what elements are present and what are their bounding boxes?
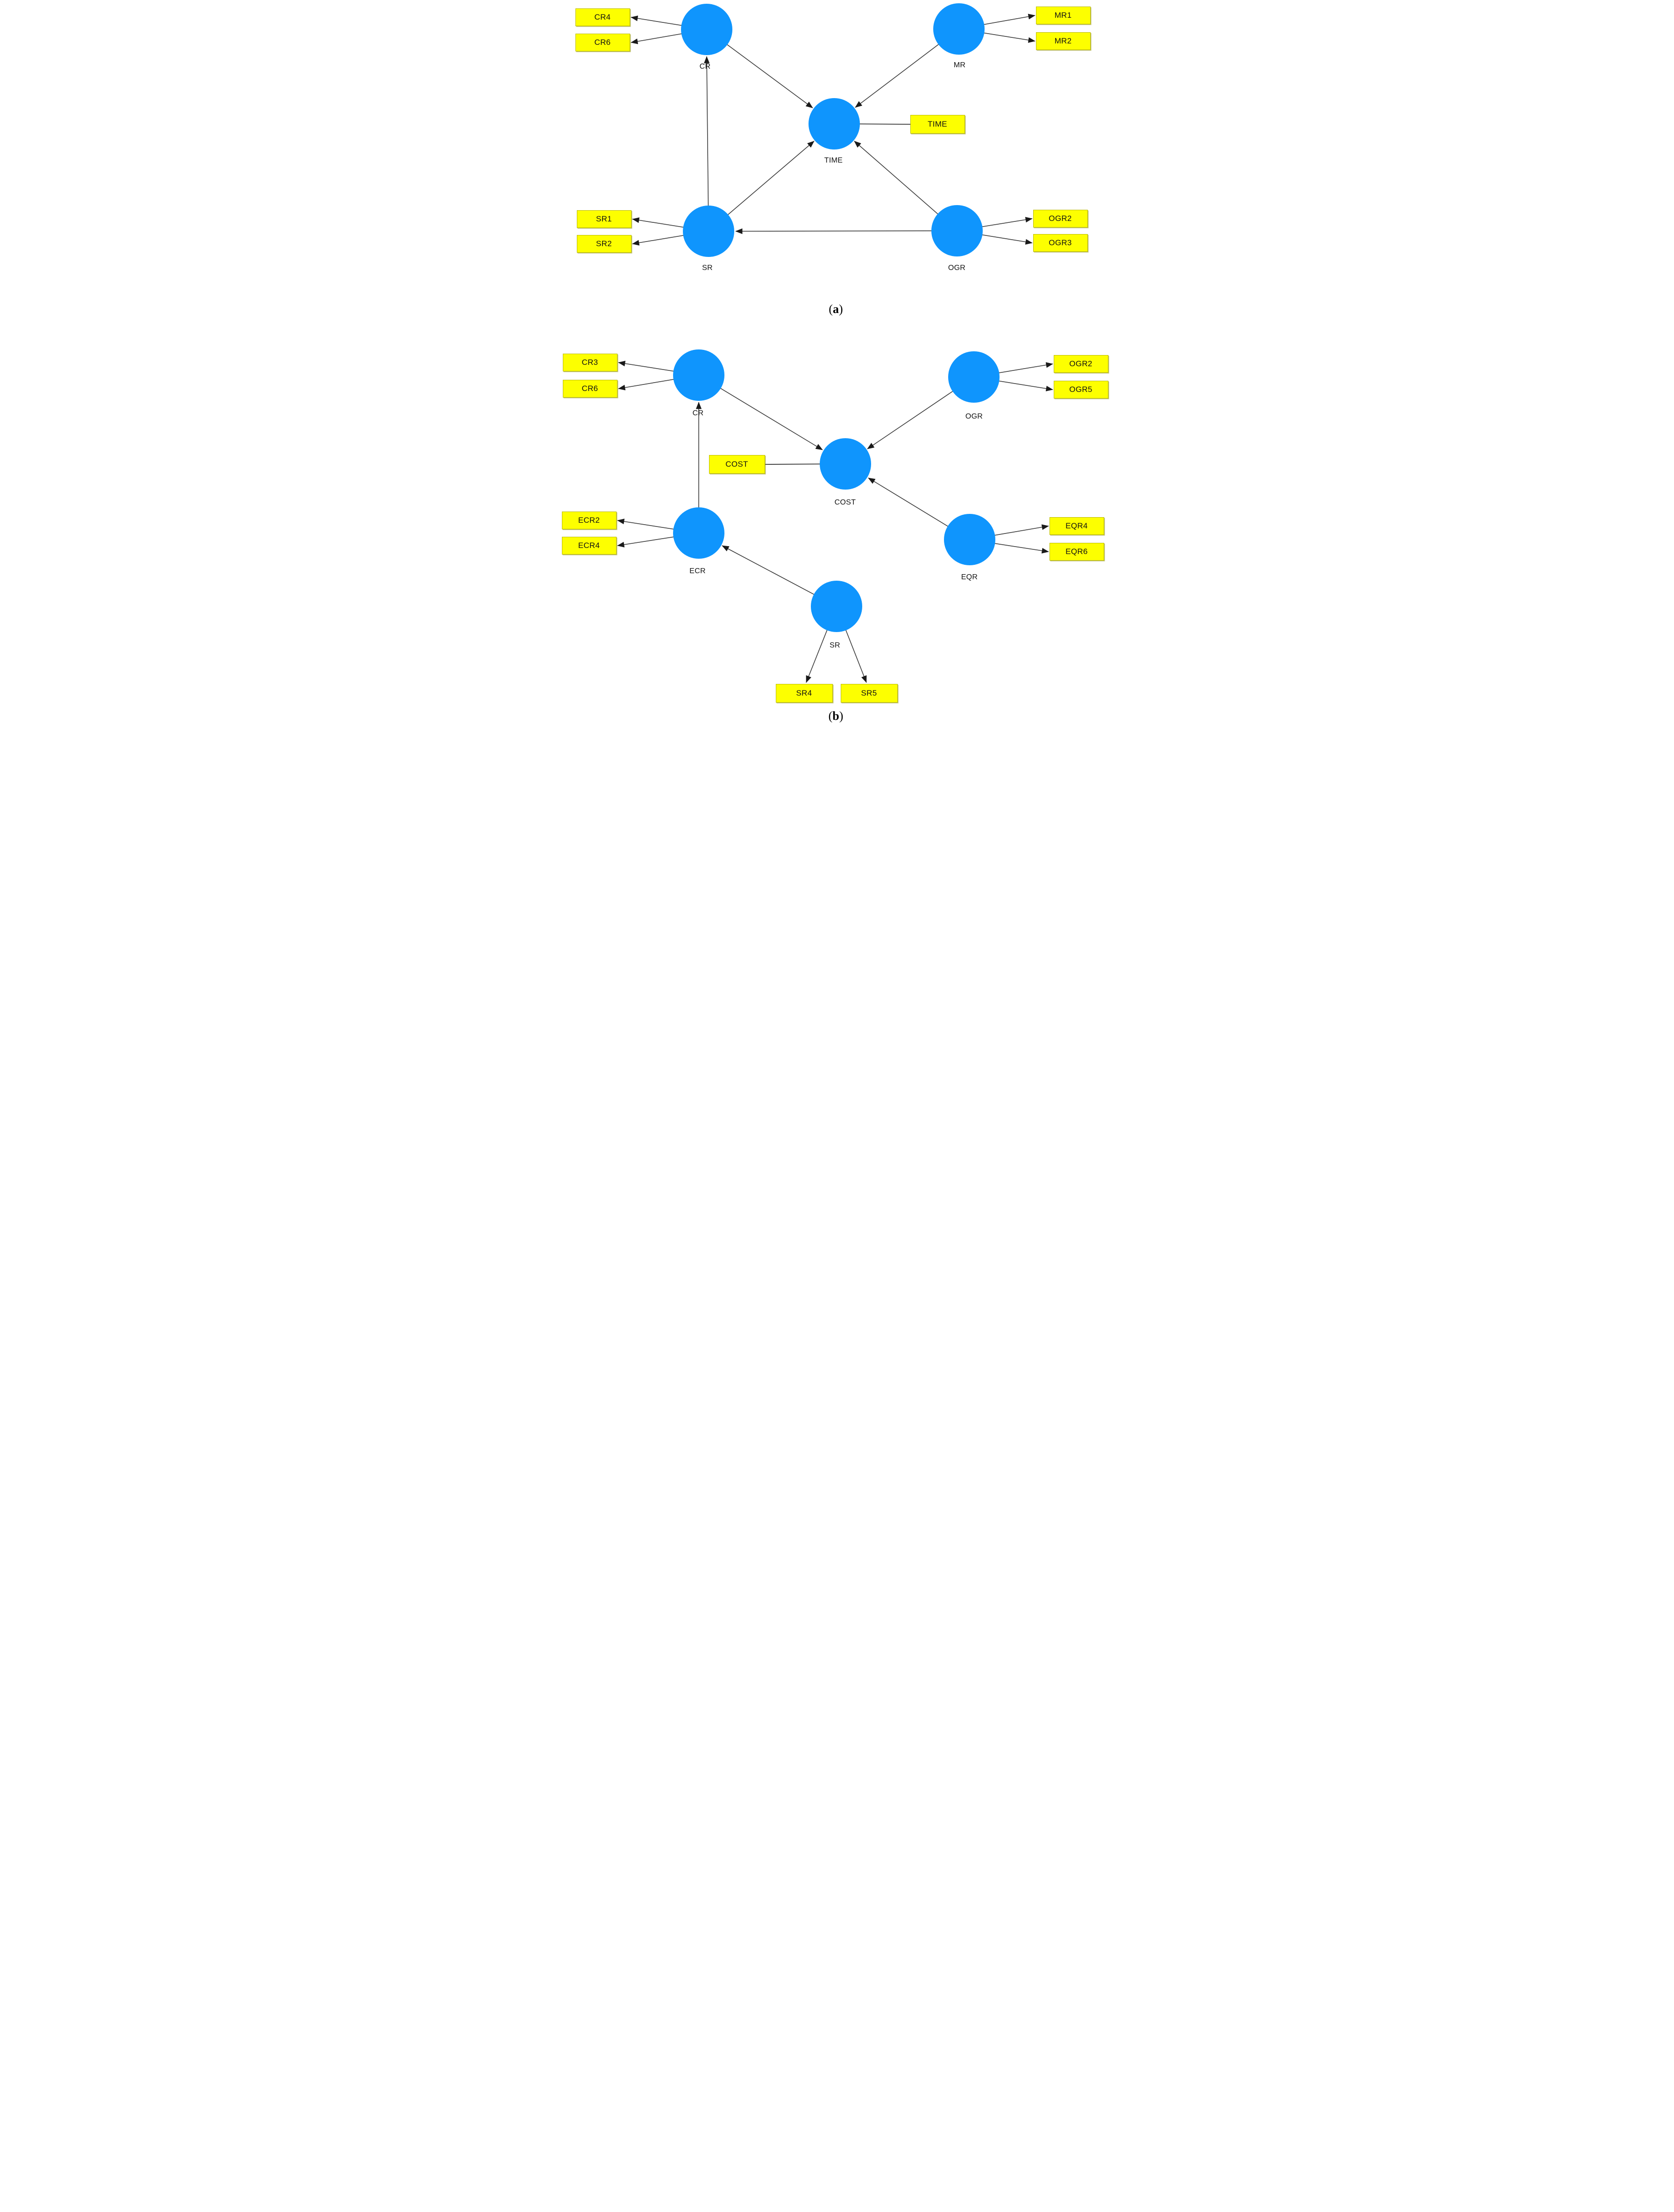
panel-b-edges-main: [617, 361, 1053, 683]
construct-cr-b: [673, 349, 724, 401]
construct-mr-a: [933, 3, 985, 55]
indicator-sr2: SR2: [576, 235, 631, 253]
caption-a-close: ): [839, 302, 843, 316]
construct-sr-a: [682, 206, 734, 257]
label-time-a: TIME: [824, 156, 843, 164]
label-sr-a: SR: [702, 264, 713, 272]
panel-b: CR OGR COST ECR EQR SR CR3 CR6 OGR2 OGR5…: [558, 342, 1116, 738]
caption-b-open: (: [828, 709, 833, 723]
indicator-mr2: MR2: [1036, 32, 1091, 50]
indicator-sr5: SR5: [840, 684, 898, 703]
label-sr-b: SR: [830, 641, 840, 649]
indicator-ecr4: ECR4: [561, 537, 617, 555]
indicator-ecr2: ECR2: [561, 512, 617, 529]
caption-a-letter: a: [833, 302, 839, 316]
caption-a: (a): [829, 302, 843, 316]
sem-path-diagram-figure: CR MR TIME SR OGR CR4 CR6 MR1 MR2 TIME S…: [558, 0, 1116, 738]
construct-eqr-b: [943, 514, 995, 565]
indicator-cr6-b: CR6: [562, 380, 617, 398]
indicator-sr1: SR1: [576, 210, 631, 228]
indicator-ogr5: OGR5: [1053, 381, 1108, 398]
caption-b-close: ): [839, 709, 844, 723]
construct-ogr-b: [948, 351, 1000, 403]
panel-a-edges: [630, 14, 1036, 246]
label-ogr-a: OGR: [948, 264, 966, 272]
construct-time-a: [808, 98, 860, 149]
indicator-eqr4: EQR4: [1049, 517, 1104, 535]
edge-sr-cr: [703, 56, 709, 232]
indicator-cr4: CR4: [575, 8, 630, 26]
indicator-sr4: SR4: [775, 684, 833, 703]
indicator-cr3: CR3: [562, 354, 617, 371]
construct-ogr-a: [931, 205, 983, 256]
indicator-time-box: TIME: [910, 115, 965, 134]
panel-a: CR MR TIME SR OGR CR4 CR6 MR1 MR2 TIME S…: [558, 0, 1116, 342]
label-mr-a: MR: [953, 61, 966, 69]
indicator-cr6-a: CR6: [575, 34, 630, 51]
indicator-eqr6: EQR6: [1049, 543, 1104, 561]
label-cr-a: CR: [699, 63, 711, 71]
label-ogr-b: OGR: [965, 413, 983, 420]
construct-sr-b: [810, 581, 862, 632]
label-cost-b: COST: [834, 498, 856, 506]
label-ecr-b: ECR: [689, 567, 706, 575]
label-cr-b: CR: [692, 409, 704, 417]
caption-b: (b): [829, 709, 844, 723]
indicator-mr1: MR1: [1036, 7, 1091, 24]
construct-cr-a: [681, 4, 732, 55]
indicator-ogr2-a: OGR2: [1033, 210, 1088, 228]
label-eqr-b: EQR: [961, 573, 978, 581]
indicator-ogr3: OGR3: [1033, 234, 1088, 252]
construct-cost-b: [819, 438, 871, 490]
indicator-ogr2-b: OGR2: [1053, 355, 1108, 373]
caption-a-open: (: [829, 302, 833, 316]
construct-ecr-b: [673, 507, 724, 559]
indicator-cost-box: COST: [709, 455, 765, 474]
caption-b-letter: b: [832, 709, 839, 723]
